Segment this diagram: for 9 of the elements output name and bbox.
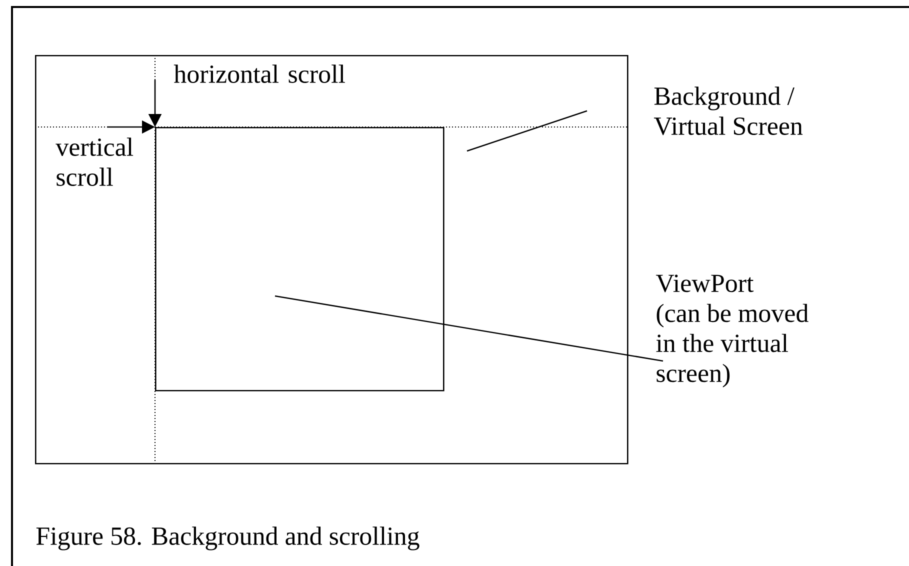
edge-label: vertical scroll (56, 138, 134, 186)
leader-line (274, 295, 664, 362)
leader-line (466, 110, 588, 152)
screen-rectangle (155, 127, 444, 392)
edge-label: horizontal scroll (174, 64, 345, 83)
screen-rectangle (35, 55, 628, 464)
callout-text: ViewPort (can be moved in the virtual screen) (656, 274, 808, 388)
figure-caption: Figure 58. Background and scrolling (36, 526, 420, 550)
callout-text: Background / Virtual Screen (654, 86, 803, 136)
